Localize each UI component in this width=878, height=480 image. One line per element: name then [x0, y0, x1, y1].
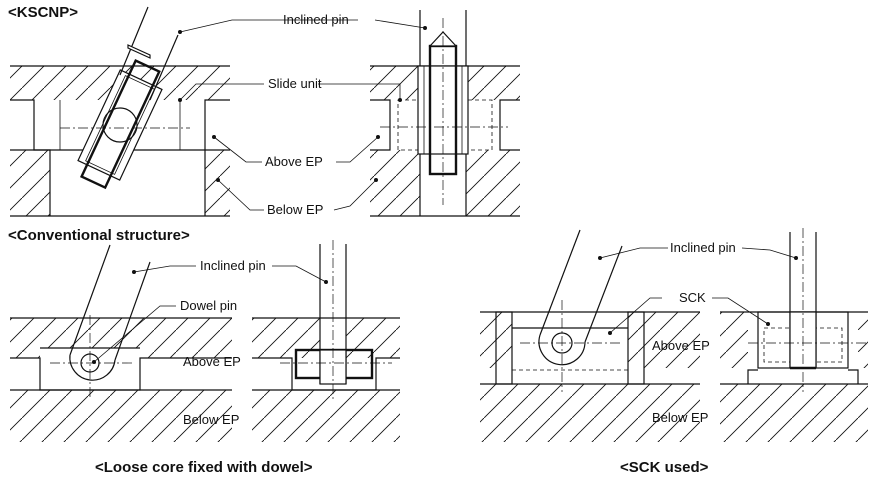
sck-side-view [480, 229, 700, 442]
label-slide-unit: Slide unit [268, 76, 322, 91]
label-below-ep-kscnp: Below EP [267, 202, 323, 217]
leader-lines [92, 19, 798, 364]
label-below-ep-sck: Below EP [652, 410, 708, 425]
kscnp-front-view [370, 10, 520, 217]
dowel-front-view [252, 240, 400, 442]
label-above-ep-sck: Above EP [652, 338, 710, 353]
label-sck: SCK [679, 290, 706, 305]
label-inclined-pin-kscnp: Inclined pin [283, 12, 349, 27]
label-inclined-pin-conventional: Inclined pin [200, 258, 266, 273]
heading-kscnp: <KSCNP> [8, 4, 78, 21]
sck-front-view [720, 228, 868, 442]
heading-conventional: <Conventional structure> [8, 227, 190, 244]
kscnp-side-view [10, 6, 230, 217]
label-dowel-pin: Dowel pin [180, 298, 237, 313]
label-above-ep-kscnp: Above EP [265, 154, 323, 169]
label-below-ep-conventional: Below EP [183, 412, 239, 427]
heading-loose-core: <Loose core fixed with dowel> [95, 459, 313, 476]
heading-sck-used: <SCK used> [620, 459, 709, 476]
label-above-ep-conventional: Above EP [183, 354, 241, 369]
dowel-side-view [10, 244, 232, 442]
label-inclined-pin-sck: Inclined pin [670, 240, 736, 255]
